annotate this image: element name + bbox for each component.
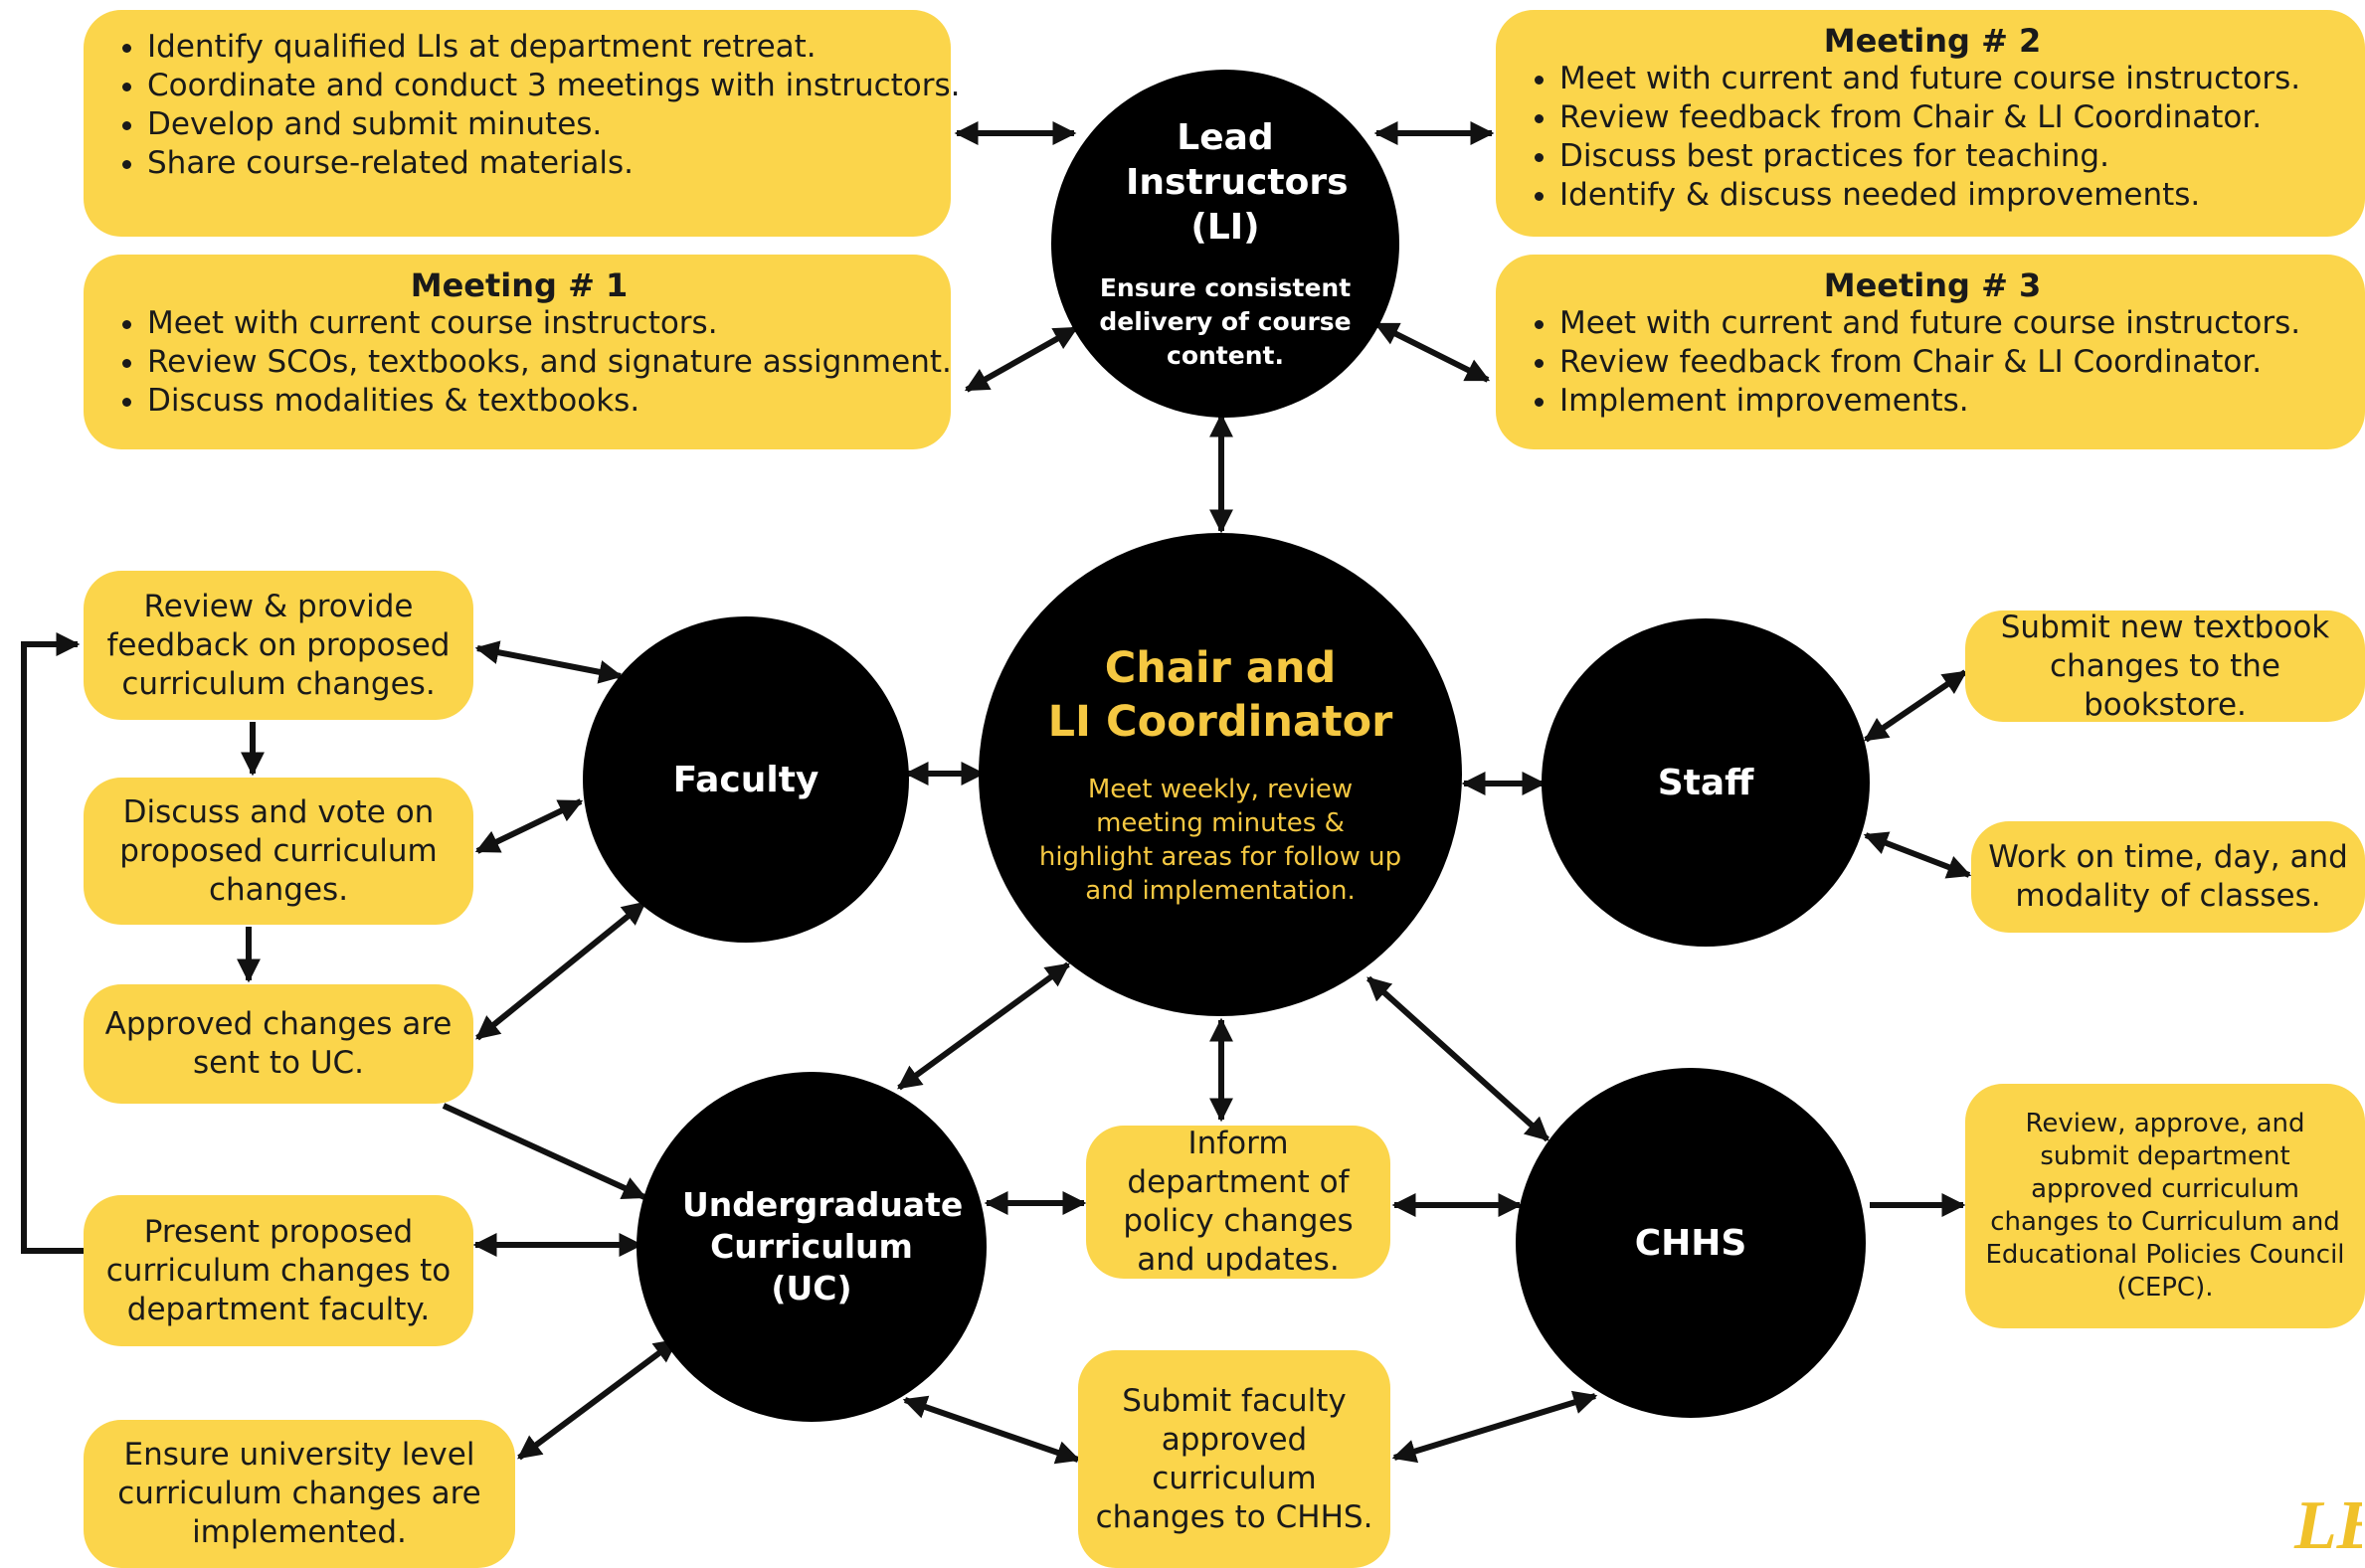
faculty-title: Faculty	[672, 759, 819, 800]
work-time-box: Work on time, day, and modality of class…	[1971, 821, 2365, 933]
ensure-university-box: Ensure university level curriculum chang…	[84, 1420, 515, 1568]
meeting-1-box: Meeting # 1 Meet with current course ins…	[84, 255, 952, 449]
list-item: Identify qualified LIs at department ret…	[147, 28, 927, 67]
submit-textbook-box: Submit new textbook changes to the books…	[1965, 609, 2365, 723]
faculty-node: Faculty	[583, 616, 909, 943]
two-way-arrow	[1365, 975, 1550, 1142]
two-way-arrow	[1373, 321, 1491, 383]
uc-title: Undergraduate Curriculum (UC)	[682, 1185, 964, 1307]
meeting-3-box: Meeting # 3 Meet with current and future…	[1496, 255, 2365, 449]
one-way-arrow	[442, 1103, 647, 1200]
two-way-arrow	[902, 1395, 1081, 1465]
list-item: Implement improvements.	[1559, 382, 2341, 421]
list-item: Develop and submit minutes.	[147, 105, 927, 144]
meeting-1-heading: Meeting # 1	[410, 266, 629, 304]
list-item: Review feedback from Chair & LI Coordina…	[1559, 343, 2341, 382]
two-way-arrow	[1863, 831, 1972, 879]
list-item: Share course-related materials.	[147, 144, 927, 183]
review-feedback-box: Review & provide feedback on proposed cu…	[84, 571, 473, 720]
list-item: Meet with current course instructors.	[147, 304, 927, 343]
two-way-arrow	[474, 798, 584, 854]
chair-subtitle: Meet weekly, review meeting minutes & hi…	[1038, 775, 1402, 906]
ensure-university-text: Ensure university level curriculum chang…	[117, 1437, 481, 1550]
two-way-arrow	[964, 325, 1079, 393]
list-item: Identify & discuss needed improvements.	[1559, 176, 2341, 215]
discuss-vote-box: Discuss and vote on proposed curriculum …	[84, 778, 473, 925]
review-approve-text: Review, approve, and submit department a…	[1985, 1109, 2345, 1303]
university-monogram-icon: LB	[2293, 1487, 2362, 1564]
discuss-vote-text: Discuss and vote on proposed curriculum …	[119, 793, 438, 908]
list-item: Review SCOs, textbooks, and signature as…	[147, 343, 952, 382]
chair-title-line1: Chair and	[1104, 643, 1337, 693]
inform-department-box: Inform department of policy changes and …	[1086, 1126, 1390, 1279]
two-way-arrow	[1864, 669, 1967, 743]
list-item: Discuss best practices for teaching.	[1559, 137, 2341, 176]
present-proposed-box: Present proposed curriculum changes to d…	[84, 1195, 473, 1346]
chhs-node: CHHS	[1516, 1068, 1866, 1418]
staff-node: Staff	[1542, 618, 1870, 947]
list-item: Meet with current and future course inst…	[1559, 304, 2341, 343]
meeting-2-heading: Meeting # 2	[1823, 22, 2042, 60]
lead-instructors-subtitle: Ensure consistent delivery of course con…	[1099, 272, 1352, 370]
meeting-2-list: Meet with current and future course inst…	[1524, 60, 2341, 215]
work-time-text: Work on time, day, and modality of class…	[1988, 839, 2348, 914]
meeting-3-list: Meet with current and future course inst…	[1524, 304, 2341, 421]
meeting-3-heading: Meeting # 3	[1823, 266, 2042, 304]
list-item: Review feedback from Chair & LI Coordina…	[1559, 98, 2341, 137]
chair-coordinator-node: Chair and LI Coordinator Meet weekly, re…	[979, 533, 1462, 1016]
meeting-1-list: Meet with current course instructors. Re…	[111, 304, 952, 421]
list-item: Meet with current and future course inst…	[1559, 60, 2341, 98]
approved-sent-box: Approved changes are sent to UC.	[84, 984, 473, 1104]
loop-back-arrow	[21, 632, 84, 1254]
inform-department-text: Inform department of policy changes and …	[1123, 1126, 1354, 1278]
undergraduate-curriculum-node: Undergraduate Curriculum (UC)	[637, 1072, 987, 1422]
two-way-arrow	[475, 900, 646, 1041]
meeting-2-box: Meeting # 2 Meet with current and future…	[1496, 10, 2365, 237]
list-item: Discuss modalities & textbooks.	[147, 382, 927, 421]
submit-faculty-text: Submit faculty approved curriculum chang…	[1095, 1382, 1373, 1535]
submit-textbook-text: Submit new textbook changes to the books…	[2000, 609, 2330, 723]
two-way-arrow	[1391, 1390, 1598, 1464]
lead-instructors-node: Lead Instructors (LI) Ensure consistent …	[1051, 70, 1399, 418]
submit-faculty-box: Submit faculty approved curriculum chang…	[1078, 1350, 1390, 1568]
staff-title: Staff	[1657, 762, 1754, 803]
two-way-arrow	[897, 961, 1070, 1091]
present-proposed-text: Present proposed curriculum changes to d…	[105, 1213, 452, 1327]
two-way-arrow	[474, 640, 624, 684]
logo-monogram: LB	[2293, 1487, 2362, 1564]
list-item: Coordinate and conduct 3 meetings with i…	[147, 67, 961, 105]
li-duties-list: Identify qualified LIs at department ret…	[111, 28, 961, 183]
two-way-arrow	[517, 1337, 678, 1461]
approved-sent-text: Approved changes are sent to UC.	[104, 1006, 453, 1081]
lead-instructors-title: Lead Instructors (LI)	[1126, 116, 1349, 248]
review-feedback-text: Review & provide feedback on proposed cu…	[106, 588, 451, 702]
review-approve-box: Review, approve, and submit department a…	[1965, 1084, 2365, 1328]
chair-title-line2: LI Coordinator	[1047, 697, 1393, 747]
li-duties-box: Identify qualified LIs at department ret…	[84, 10, 961, 237]
chhs-title: CHHS	[1634, 1222, 1747, 1264]
